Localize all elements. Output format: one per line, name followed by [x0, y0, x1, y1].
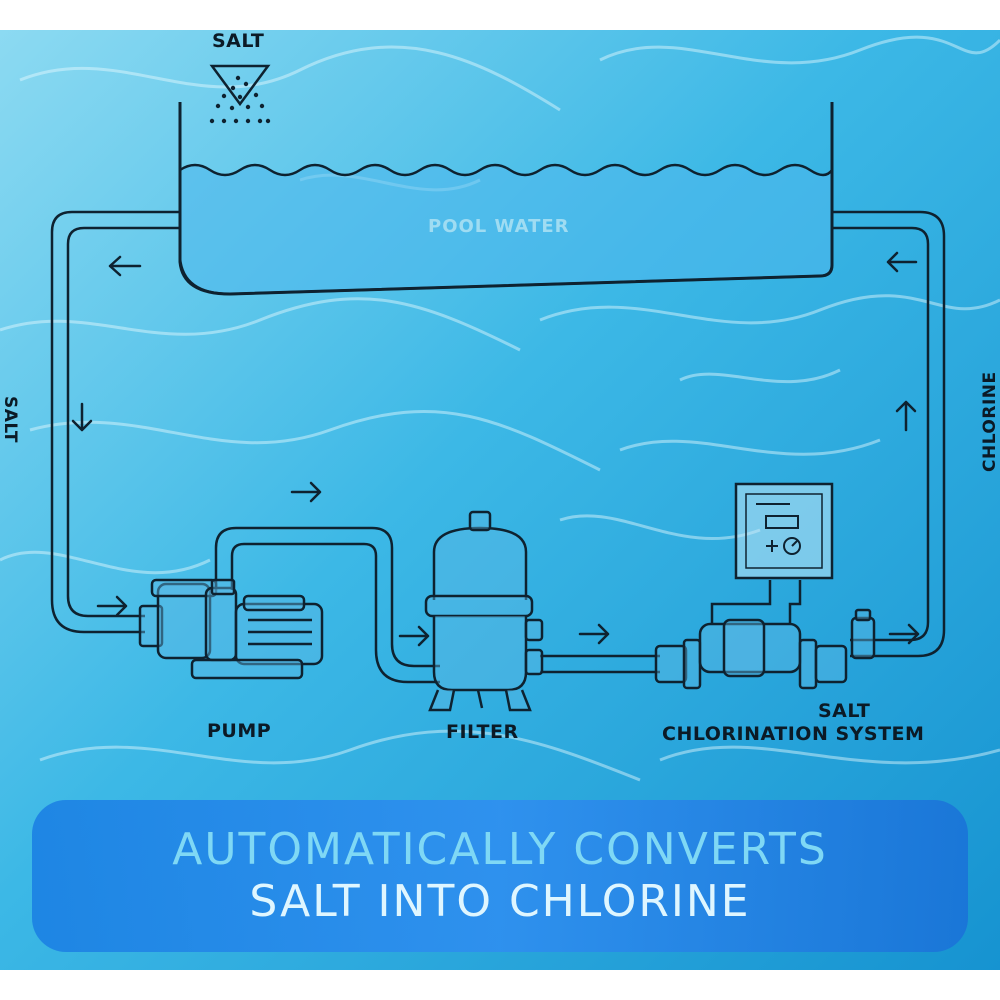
top-margin	[0, 0, 1000, 30]
bottom-margin	[0, 970, 1000, 1000]
banner-line-1: AUTOMATICALLY CONVERTS	[172, 824, 828, 875]
chlorination-label-line2: CHLORINATION SYSTEM	[662, 723, 925, 745]
control-panel	[734, 482, 834, 580]
chlorination-label-line1: SALT	[818, 700, 871, 722]
banner-background	[32, 800, 968, 952]
filter-label: FILTER	[446, 721, 519, 743]
pump-unit	[138, 578, 324, 680]
pump-label: PUMP	[207, 720, 272, 742]
arrow-right-from-cell	[888, 623, 920, 645]
arrow-down-left-pipe	[71, 402, 93, 432]
flow-arrows	[71, 251, 920, 647]
pool-tank	[178, 102, 834, 296]
salt-top-label: SALT	[212, 30, 265, 52]
arrow-right-to-pump	[96, 595, 128, 617]
arrow-left-pool-exit	[108, 255, 142, 277]
banner: AUTOMATICALLY CONVERTS SALT INTO CHLORIN…	[32, 800, 968, 952]
salt-funnel	[209, 64, 271, 124]
arrow-up-right-pipe	[895, 400, 917, 432]
pool-water-label: POOL WATER	[428, 216, 570, 237]
chlorination-cell	[654, 580, 876, 690]
filter-unit	[424, 510, 544, 712]
banner-line-2: SALT INTO CHLORINE	[249, 876, 751, 927]
arrow-right-to-cell	[578, 623, 610, 645]
arrow-left-to-pool	[886, 251, 918, 273]
chlorine-side-label: CHLORINE	[980, 371, 1000, 472]
arrow-right-top-pipe	[290, 481, 322, 503]
pipe-loop	[50, 210, 946, 684]
salt-side-label: SALT	[0, 396, 20, 444]
arrow-right-to-filter	[398, 625, 430, 647]
